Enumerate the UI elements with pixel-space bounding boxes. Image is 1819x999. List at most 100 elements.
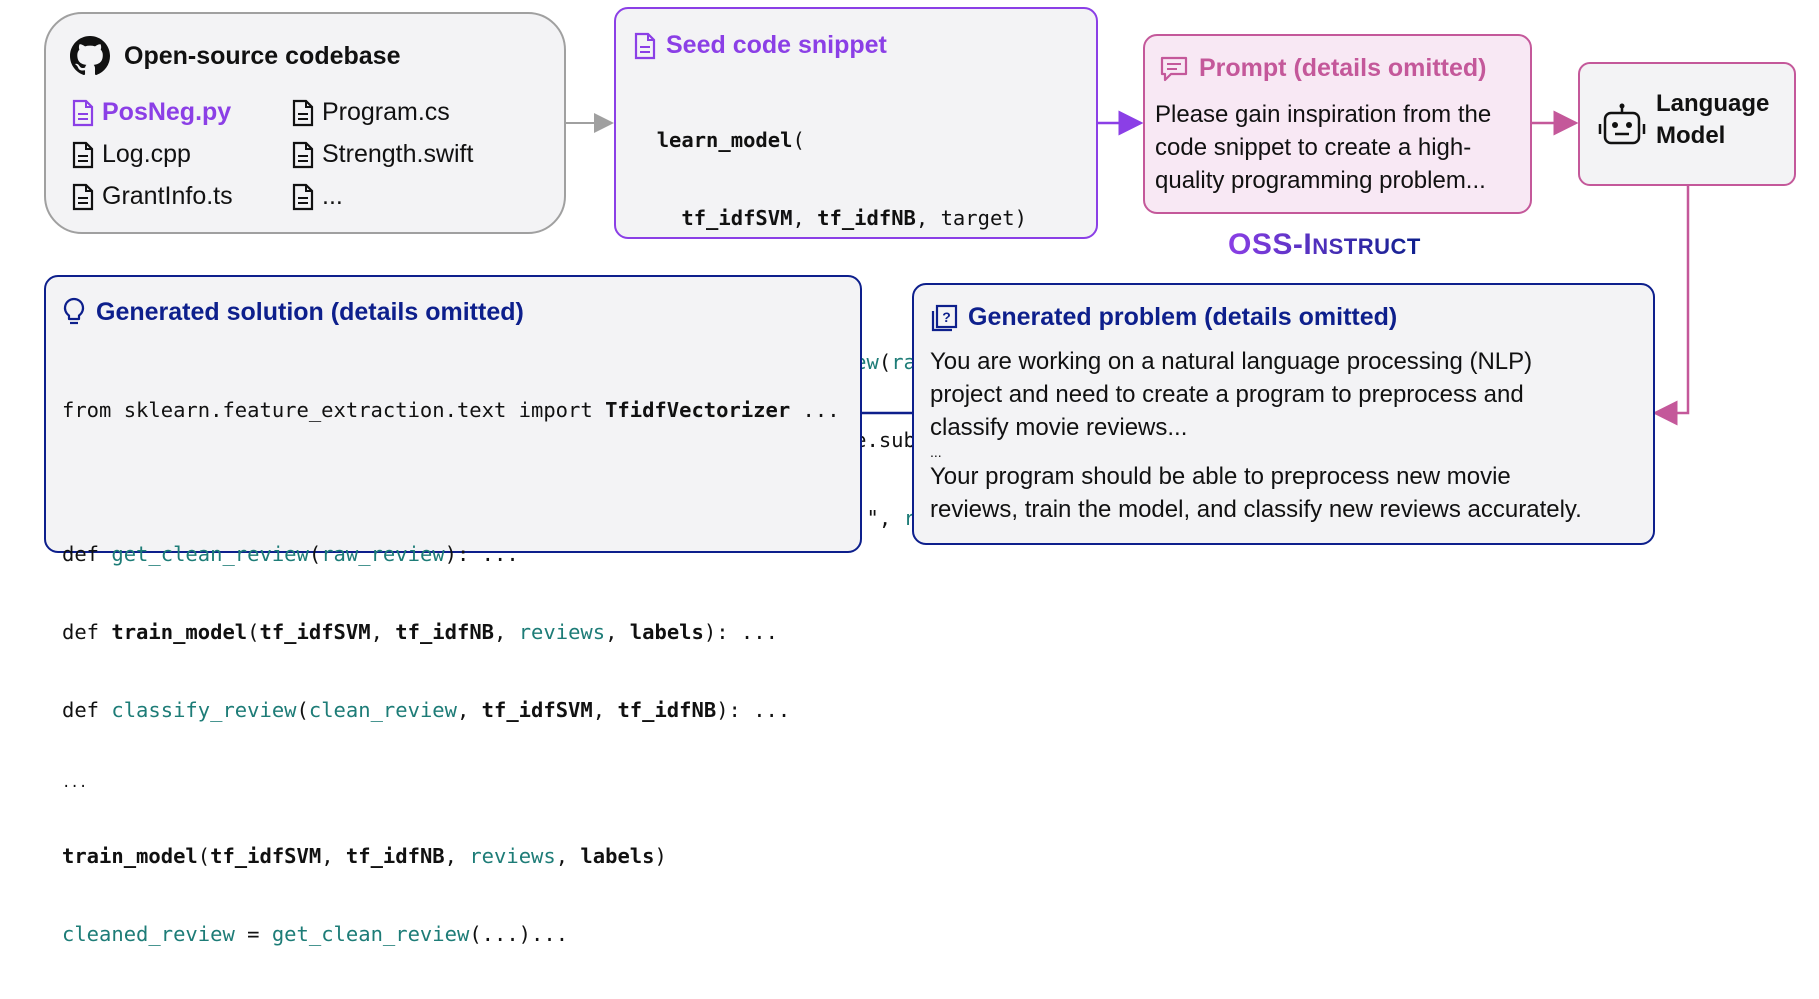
- file-icon: [72, 183, 94, 210]
- code-text: ,: [321, 844, 346, 868]
- solution-title: Generated solution (details omitted): [96, 297, 524, 326]
- connector-arrows: [566, 110, 1690, 426]
- prompt-line: Please gain inspiration from the: [1155, 101, 1492, 128]
- prompt-title: Prompt (details omitted): [1199, 54, 1487, 82]
- file-name: Log.cpp: [102, 140, 191, 168]
- oss-instruct-part2: NSTRUCT: [1312, 234, 1421, 259]
- code-text: ,: [605, 620, 630, 644]
- file-name: PosNeg.py: [102, 98, 232, 126]
- code-text: (: [296, 698, 309, 722]
- code-text: from sklearn.feature_extraction.text imp…: [62, 398, 606, 422]
- code-arg: tf_idfSVM: [259, 620, 371, 644]
- prompt-line: code snippet to create a high-: [1155, 134, 1472, 161]
- code-arg: tf_idfNB: [345, 844, 445, 868]
- file-name: GrantInfo.ts: [102, 182, 233, 210]
- robot-icon: [1598, 103, 1646, 145]
- file-icon: [72, 141, 94, 168]
- code-text: def: [62, 698, 112, 722]
- lm-line: Model: [1656, 122, 1726, 149]
- code-line: ...: [62, 775, 840, 791]
- codebase-title: Open-source codebase: [124, 41, 401, 70]
- code-class: TfidfVectorizer: [605, 398, 791, 422]
- problem-line: Your program should be able to preproces…: [930, 463, 1511, 490]
- code-line: train_model(tf_idfSVM, tf_idfNB, reviews…: [62, 843, 840, 869]
- lm-line: Language: [1656, 90, 1770, 117]
- code-fn: train_model: [62, 844, 198, 868]
- code-arg: tf_idfSVM: [210, 844, 322, 868]
- code-arg: labels: [629, 620, 704, 644]
- language-model-box: Language Model: [1578, 62, 1796, 186]
- codebase-header: Open-source codebase: [70, 36, 400, 76]
- code-text: (: [247, 620, 260, 644]
- code-line: def classify_review(clean_review, tf_idf…: [62, 697, 840, 723]
- code-text: ...: [790, 398, 840, 422]
- code-text: ,: [494, 620, 519, 644]
- code-text: ...: [62, 775, 88, 791]
- svg-text:?: ?: [942, 309, 951, 325]
- code-text: def: [62, 620, 112, 644]
- problem-header: ? Generated problem (details omitted): [930, 303, 1397, 332]
- code-spacer: [62, 475, 840, 489]
- file-name: Strength.swift: [322, 140, 474, 168]
- file-item[interactable]: Program.cs: [292, 98, 450, 127]
- code-text: =: [234, 922, 272, 946]
- generated-solution-box: Generated solution (details omitted) fro…: [44, 275, 862, 946]
- github-icon: [70, 36, 110, 76]
- generated-problem-box: ? Generated problem (details omitted) Yo…: [912, 283, 1655, 545]
- file-item[interactable]: PosNeg.py: [72, 98, 231, 127]
- code-line: def train_model(tf_idfSVM, tf_idfNB, rev…: [62, 619, 840, 645]
- code-text: (: [197, 844, 211, 868]
- file-item[interactable]: Log.cpp: [72, 140, 191, 169]
- code-text: (: [308, 542, 322, 566]
- code-text: ,: [444, 844, 470, 868]
- language-model-label: Language Model: [1656, 88, 1769, 152]
- code-text: ): ...: [444, 542, 519, 566]
- file-icon: [292, 183, 314, 210]
- code-fn: get_clean_review: [271, 922, 470, 946]
- problem-line: project and need to create a program to …: [930, 381, 1524, 408]
- code-arg: reviews: [518, 620, 606, 644]
- file-icon: [292, 99, 314, 126]
- file-item[interactable]: Strength.swift: [292, 140, 473, 169]
- code-text: , target): [915, 206, 1027, 230]
- code-text: ,: [792, 206, 818, 230]
- code-arg: tf_idfSVM: [481, 698, 593, 722]
- question-book-icon: ?: [931, 304, 958, 331]
- code-text: ): [654, 844, 667, 868]
- code-text: ,: [555, 844, 581, 868]
- code-text: ,: [456, 698, 482, 722]
- oss-instruct-label: OSS-INSTRUCT: [1228, 228, 1421, 262]
- prompt-box: Prompt (details omitted) Please gain ins…: [1143, 34, 1532, 214]
- arrow-lm-to-problem: [1652, 186, 1690, 426]
- code-arg: labels: [580, 844, 655, 868]
- problem-body: You are working on a natural language pr…: [930, 345, 1582, 526]
- code-text: (: [878, 350, 892, 374]
- code-text: ): ...: [716, 698, 791, 722]
- prompt-line: quality programming problem...: [1155, 167, 1486, 194]
- problem-line: reviews, train the model, and classify n…: [930, 496, 1582, 523]
- code-text: ,: [370, 620, 396, 644]
- problem-line: classify movie reviews...: [930, 414, 1188, 441]
- file-icon: [292, 141, 314, 168]
- problem-line: You are working on a natural language pr…: [930, 348, 1533, 375]
- code-fn: train_model: [111, 620, 248, 644]
- file-item[interactable]: ...: [292, 182, 343, 211]
- file-name: Program.cs: [322, 98, 450, 126]
- document-icon: [634, 32, 656, 59]
- problem-title: Generated problem (details omitted): [968, 303, 1398, 331]
- python-file-icon: [72, 99, 94, 126]
- seed-title: Seed code snippet: [666, 31, 887, 59]
- seed-header: Seed code snippet: [634, 31, 887, 60]
- solution-code-block: from sklearn.feature_extraction.text imp…: [62, 345, 840, 999]
- code-line: tf_idfSVM, tf_idfNB, target): [632, 205, 1039, 231]
- code-text: (...)...: [469, 922, 569, 946]
- file-item[interactable]: GrantInfo.ts: [72, 182, 233, 211]
- code-var: cleaned_review: [62, 922, 235, 946]
- oss-instruct-part1: OSS-I: [1228, 228, 1313, 261]
- chat-icon: [1160, 56, 1188, 81]
- code-arg: tf_idfSVM: [681, 206, 793, 230]
- code-fn: learn_model: [656, 128, 793, 152]
- solution-header: Generated solution (details omitted): [62, 297, 524, 327]
- code-text: (: [792, 128, 805, 152]
- code-line: learn_model(: [632, 127, 1039, 153]
